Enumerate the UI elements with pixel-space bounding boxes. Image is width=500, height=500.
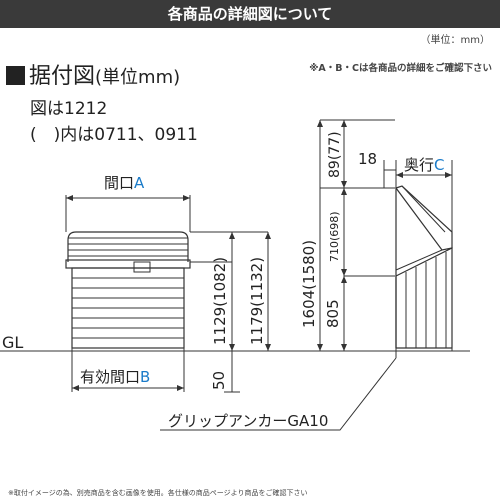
page-title: 各商品の詳細図について	[167, 5, 333, 23]
dim-50: 50	[210, 371, 228, 390]
abc-note: ※A・B・Cは各商品の詳細をご確認下さい	[309, 63, 492, 74]
side-view-unit	[395, 185, 453, 351]
unit-label: （単位：mm）	[420, 35, 490, 46]
header-bar	[0, 0, 500, 28]
dim-18: 18	[358, 150, 377, 168]
effective-width-label: 有効間口B	[80, 368, 150, 386]
anchor-label: グリップアンカーGA10	[168, 412, 328, 430]
depth-label: 奥行C	[404, 156, 445, 174]
anchor-leader	[160, 357, 397, 431]
section-unit: (単位mm)	[95, 67, 181, 88]
figure-note-model: 図は1212	[30, 99, 108, 119]
dim-710: 710(698)	[328, 211, 341, 262]
dim-1604: 1604(1580)	[300, 240, 318, 328]
front-view-unit	[65, 231, 191, 351]
footer-note: ※取付イメージの為、別売商品を含む画像を使用。各仕様の商品ページより商品をご確認…	[8, 489, 308, 497]
gl-label: GL	[2, 333, 23, 352]
dim-1129: 1129(1082)	[211, 257, 229, 345]
width-label: 間口A	[104, 174, 145, 192]
figure-note-variants: ( )内は0711、0911	[30, 125, 198, 145]
dim-89: 89(77)	[327, 131, 343, 178]
section-title: 据付図(単位mm)	[6, 58, 180, 90]
square-bullet-icon	[6, 66, 25, 85]
section-title-text: 据付図	[29, 64, 96, 89]
dim-805: 805	[324, 299, 342, 328]
dim-1179: 1179(1132)	[248, 257, 266, 345]
